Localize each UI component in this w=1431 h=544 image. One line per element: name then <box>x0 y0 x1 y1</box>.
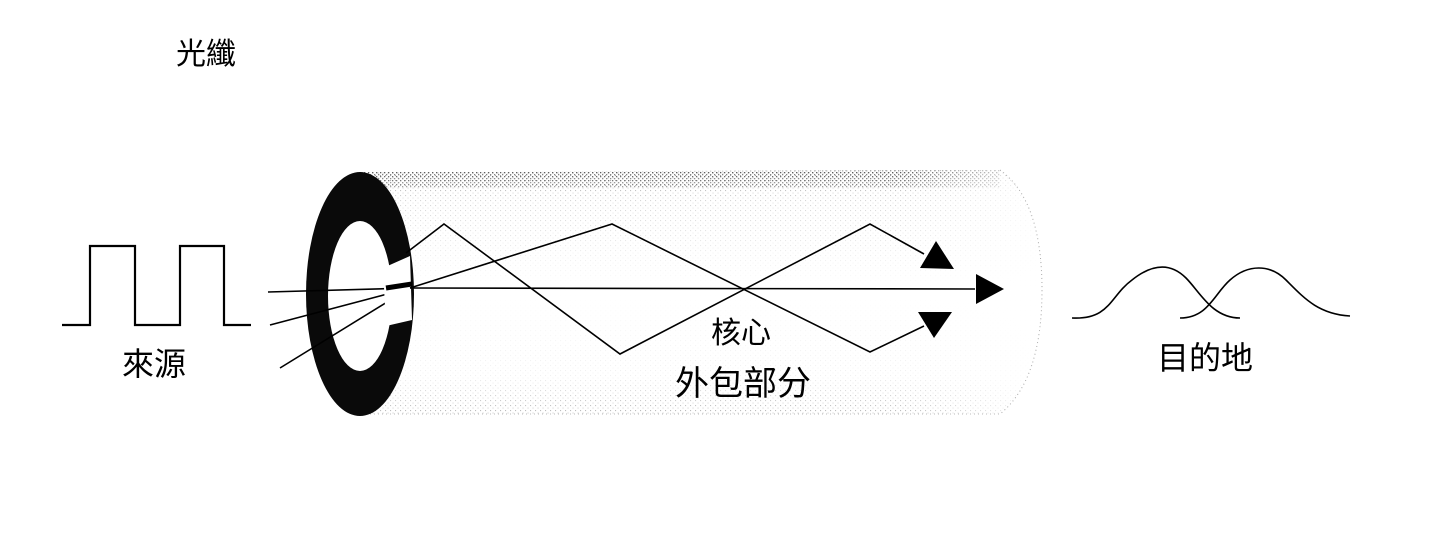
arrow-heads <box>918 241 1004 338</box>
upper-arrow-icon <box>920 241 954 269</box>
output-pulse-signal <box>1071 266 1351 319</box>
destination-label: 目的地 <box>1157 339 1254 377</box>
center-arrow-icon <box>976 274 1004 304</box>
fiber-end-face <box>306 172 414 416</box>
fiber-cladding <box>358 169 1043 415</box>
lower-arrow-icon <box>918 312 952 338</box>
diagram-title: 光纖 <box>176 37 236 72</box>
core-label: 核心 <box>711 316 771 351</box>
cladding-label: 外包部分 <box>675 364 811 404</box>
core-rays <box>405 222 976 355</box>
square-wave-signal <box>62 244 251 327</box>
source-label: 來源 <box>122 345 187 383</box>
